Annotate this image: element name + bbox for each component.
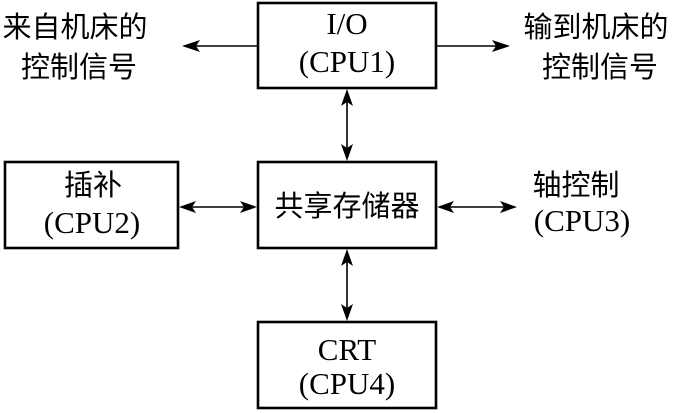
crt-title: CRT [318, 332, 376, 367]
from-machine-label-line2: 控制信号 [21, 50, 137, 84]
to-machine-label-line2: 控制信号 [542, 50, 658, 84]
crt-subtitle: (CPU4) [299, 366, 395, 401]
arrow-io-to-left-signals [182, 40, 258, 52]
axis-control-subtitle: (CPU3) [534, 203, 630, 238]
arrow-shared-memory-crt [341, 249, 353, 321]
arrow-io-to-right-signals [436, 40, 510, 52]
from-machine-label-line1: 来自机床的 [2, 10, 147, 44]
to-machine-label-line1: 输到机床的 [523, 10, 668, 44]
io-subtitle: (CPU1) [299, 44, 395, 79]
shared-memory-title: 共享存储器 [274, 189, 419, 223]
crt-box [256, 320, 438, 410]
arrow-interp-shared-memory [179, 201, 257, 213]
axis-control-title: 轴控制 [532, 168, 619, 202]
interp-subtitle: (CPU2) [44, 205, 140, 240]
shared-memory-box [256, 160, 438, 250]
interp-box [3, 160, 180, 250]
io-title: I/O [326, 6, 367, 41]
arrow-io-shared-memory [341, 89, 353, 161]
interp-title: 插补 [64, 168, 122, 202]
arrow-shared-memory-axis-control [437, 201, 517, 213]
io-box [256, 1, 438, 90]
